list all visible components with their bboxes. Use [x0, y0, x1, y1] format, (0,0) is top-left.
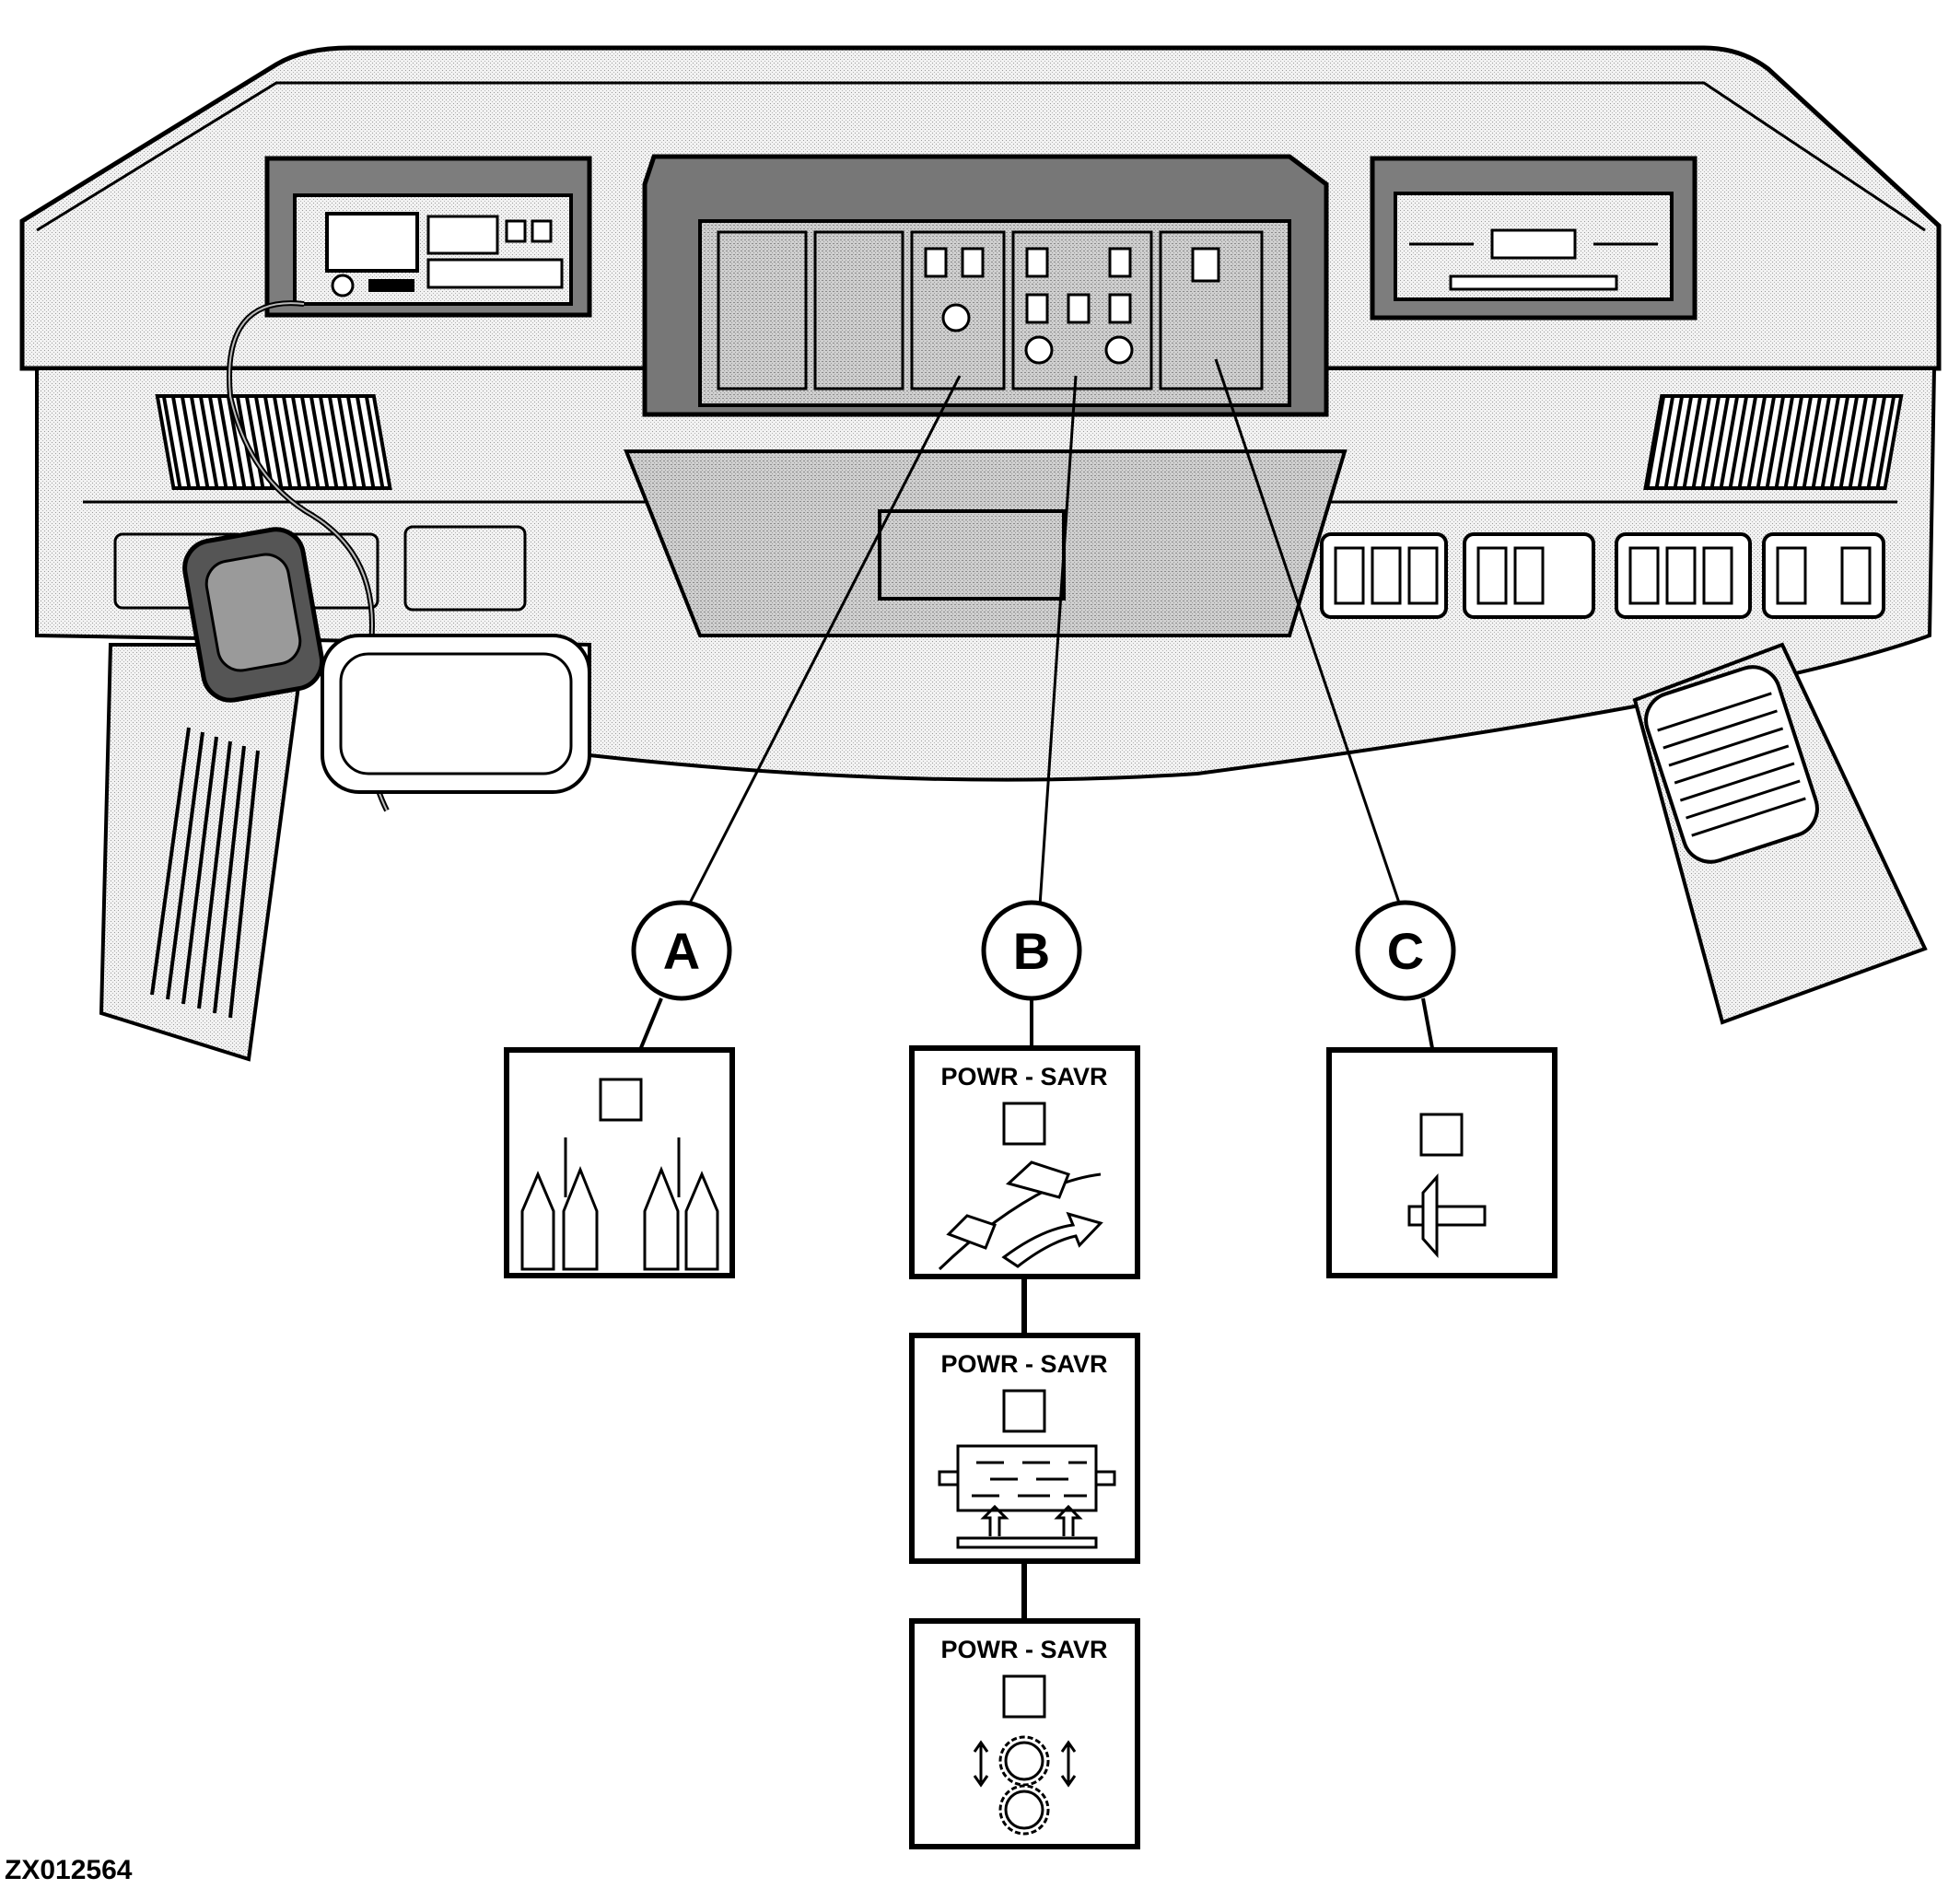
panel-b-powr-savr-rotor: POWR - SAVR	[909, 1618, 1140, 1849]
indicator-square	[1002, 1674, 1046, 1719]
blank-plate	[403, 525, 527, 612]
right-vent-grill	[1643, 394, 1904, 490]
indicator-square	[1419, 1113, 1464, 1157]
machine-on-slope-icon	[938, 1160, 1103, 1271]
panel-c-reel-fore-aft	[1326, 1047, 1558, 1278]
indicator-square	[1002, 1102, 1046, 1146]
panel-b-powr-savr-sieve: POWR - SAVR	[909, 1333, 1140, 1564]
center-instrument-cluster	[624, 154, 1348, 637]
indicator-square	[599, 1078, 643, 1122]
rocker-switch-bank	[1320, 532, 1885, 619]
callout-letter: B	[1013, 922, 1050, 980]
panel-label: POWR - SAVR	[941, 1350, 1108, 1378]
reel-icon	[1407, 1173, 1487, 1258]
handle-rest	[321, 634, 591, 794]
panel-label: POWR - SAVR	[941, 1636, 1108, 1663]
figure-id: ZX012564	[5, 1855, 133, 1884]
cassette-unit	[1370, 156, 1698, 321]
panel-label: POWR - SAVR	[941, 1063, 1108, 1090]
callout-letter: C	[1387, 922, 1424, 980]
radio-unit	[264, 156, 592, 318]
callout-c: C	[1355, 900, 1456, 1049]
callout-b: B	[981, 900, 1082, 1048]
right-console-leg	[1632, 642, 1928, 1025]
sieve-icon	[938, 1444, 1116, 1549]
panel-b-powr-savr-slope: POWR - SAVR	[909, 1045, 1140, 1279]
hand-control-handle	[182, 300, 390, 812]
left-console-leg	[99, 643, 307, 1062]
rotor-rollers-icon	[973, 1735, 1077, 1836]
indicator-square	[1002, 1389, 1046, 1433]
leader-lines	[680, 358, 1406, 920]
divider-points-icon	[520, 1137, 719, 1271]
left-vent-grill	[155, 394, 392, 490]
callout-letter: A	[663, 922, 700, 980]
callout-a: A	[631, 900, 732, 1051]
panel-a-header-tilt-points	[504, 1047, 735, 1278]
